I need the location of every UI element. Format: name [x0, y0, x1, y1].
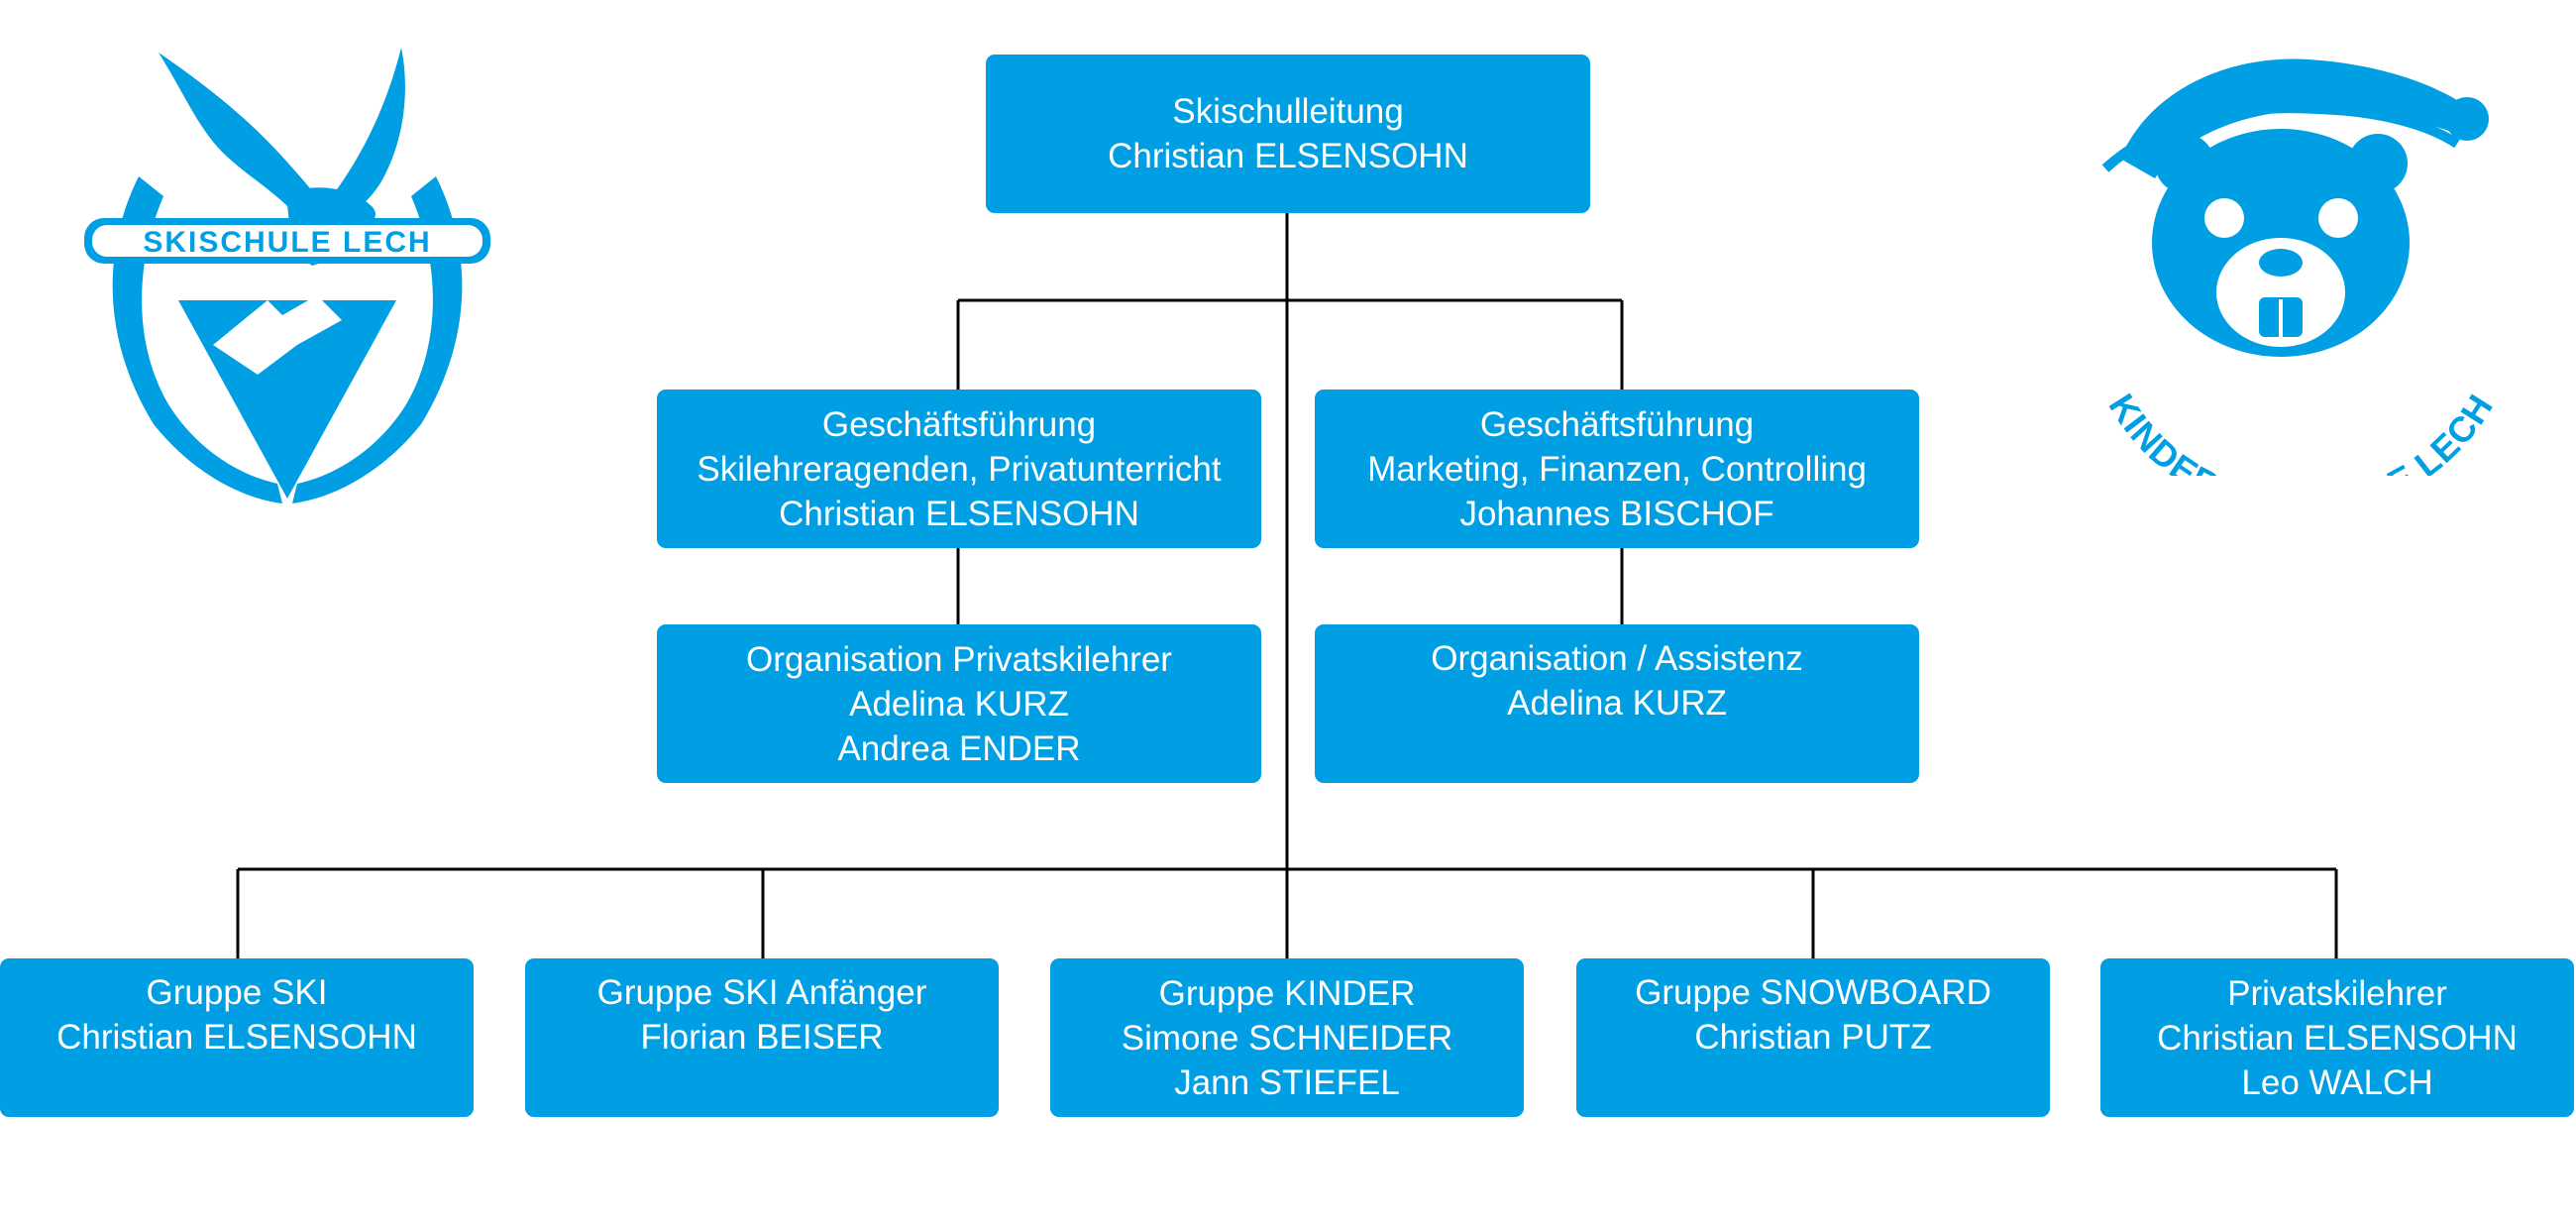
node-line: Marketing, Finanzen, Controlling — [1367, 449, 1867, 489]
node-line: Leo WALCH — [2241, 1062, 2433, 1102]
node-line: Johannes BISCHOF — [1459, 494, 1774, 533]
node-organisation-left: Organisation Privatskilehrer Adelina KUR… — [657, 624, 1261, 783]
node-line: Gruppe SKI Anfänger — [596, 973, 927, 1012]
node-line: Christian ELSENSOHN — [1108, 137, 1468, 175]
node-geschaeftsfuehrung-left: Geschäftsführung Skilehreragenden, Priva… — [657, 390, 1261, 548]
node-organisation-right: Organisation / Assistenz Adelina KURZ — [1315, 624, 1919, 783]
node-line: Geschäftsführung — [821, 404, 1097, 444]
node-group-snowboard: Gruppe SNOWBOARD Christian PUTZ — [1576, 958, 2050, 1117]
node-group-kinder: Gruppe KINDER Simone SCHNEIDER Jann STIE… — [1050, 958, 1524, 1117]
beaver-mascot-icon: KINDERSKISCHULE LECH — [2101, 58, 2502, 476]
node-group-ski-beginner: Gruppe SKI Anfänger Florian BEISER — [525, 958, 999, 1117]
node-line: Simone SCHNEIDER — [1121, 1018, 1453, 1058]
node-line: Christian ELSENSOHN — [56, 1018, 417, 1057]
node-geschaeftsfuehrung-right: Geschäftsführung Marketing, Finanzen, Co… — [1315, 390, 1919, 548]
node-line: Gruppe SKI — [146, 973, 328, 1012]
node-line: Adelina KURZ — [1507, 684, 1727, 723]
node-line: Christian ELSENSOHN — [779, 494, 1139, 533]
node-line: Skilehreragenden, Privatunterricht — [697, 449, 1222, 489]
node-line: Privatskilehrer — [2227, 973, 2447, 1013]
right-logo-text: KINDERSKISCHULE LECH — [2101, 387, 2501, 476]
node-line: Geschäftsführung — [1479, 404, 1755, 444]
node-line: Organisation Privatskilehrer — [746, 639, 1172, 679]
node-line: Jann STIEFEL — [1174, 1062, 1400, 1102]
node-line: Andrea ENDER — [837, 728, 1081, 768]
svg-text:KINDERSKISCHULE LECH: KINDERSKISCHULE LECH — [2101, 387, 2502, 476]
node-line: Christian ELSENSOHN — [2157, 1018, 2518, 1058]
node-skischulleitung: Skischulleitung Christian ELSENSOHN — [986, 55, 1590, 213]
node-line: Florian BEISER — [640, 1018, 884, 1057]
node-line: Gruppe SNOWBOARD — [1635, 973, 1991, 1012]
node-line: Skischulleitung — [1172, 92, 1404, 131]
node-line: Adelina KURZ — [849, 684, 1069, 724]
node-group-ski: Gruppe SKI Christian ELSENSOHN — [0, 958, 474, 1117]
node-line: Gruppe KINDER — [1158, 973, 1416, 1013]
node-private-instructors: Privatskilehrer Christian ELSENSOHN Leo … — [2100, 958, 2574, 1117]
eagle-crest-icon: SKISCHULE LECH — [84, 48, 490, 503]
node-line: Christian PUTZ — [1694, 1018, 1932, 1057]
left-logo-text: SKISCHULE LECH — [143, 226, 431, 259]
node-line: Organisation / Assistenz — [1431, 639, 1803, 678]
